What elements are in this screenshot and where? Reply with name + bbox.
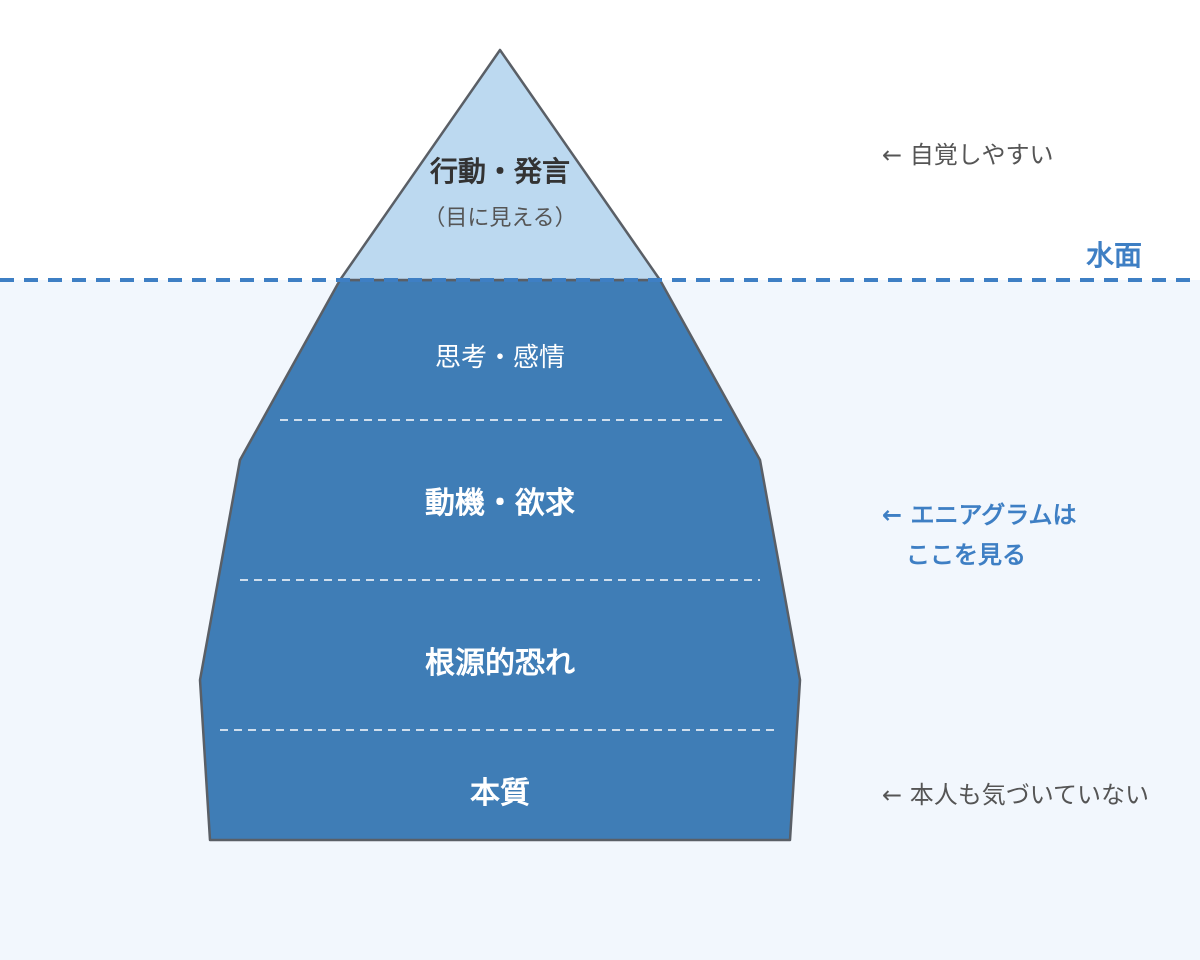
layer-label-thoughts: 思考・感情: [434, 343, 566, 373]
layer-label-fear: 根源的恐れ: [425, 646, 575, 681]
tip-subtitle: （目に見える）: [423, 206, 577, 231]
layer-label-motives: 動機・欲求: [425, 486, 575, 521]
side-note-top: ← 自覚しやすい: [882, 141, 1054, 169]
tip-title: 行動・発言: [429, 155, 571, 188]
water-surface-label: 水面: [1086, 239, 1143, 272]
side-note-middle-line1: ← エニアグラムは: [882, 501, 1077, 529]
side-note-middle-line2: ここを見る: [906, 541, 1026, 569]
layer-label-essence: 本質: [470, 776, 530, 811]
iceberg-tip: [338, 48, 662, 282]
side-note-bottom: ← 本人も気づいていない: [882, 781, 1150, 809]
